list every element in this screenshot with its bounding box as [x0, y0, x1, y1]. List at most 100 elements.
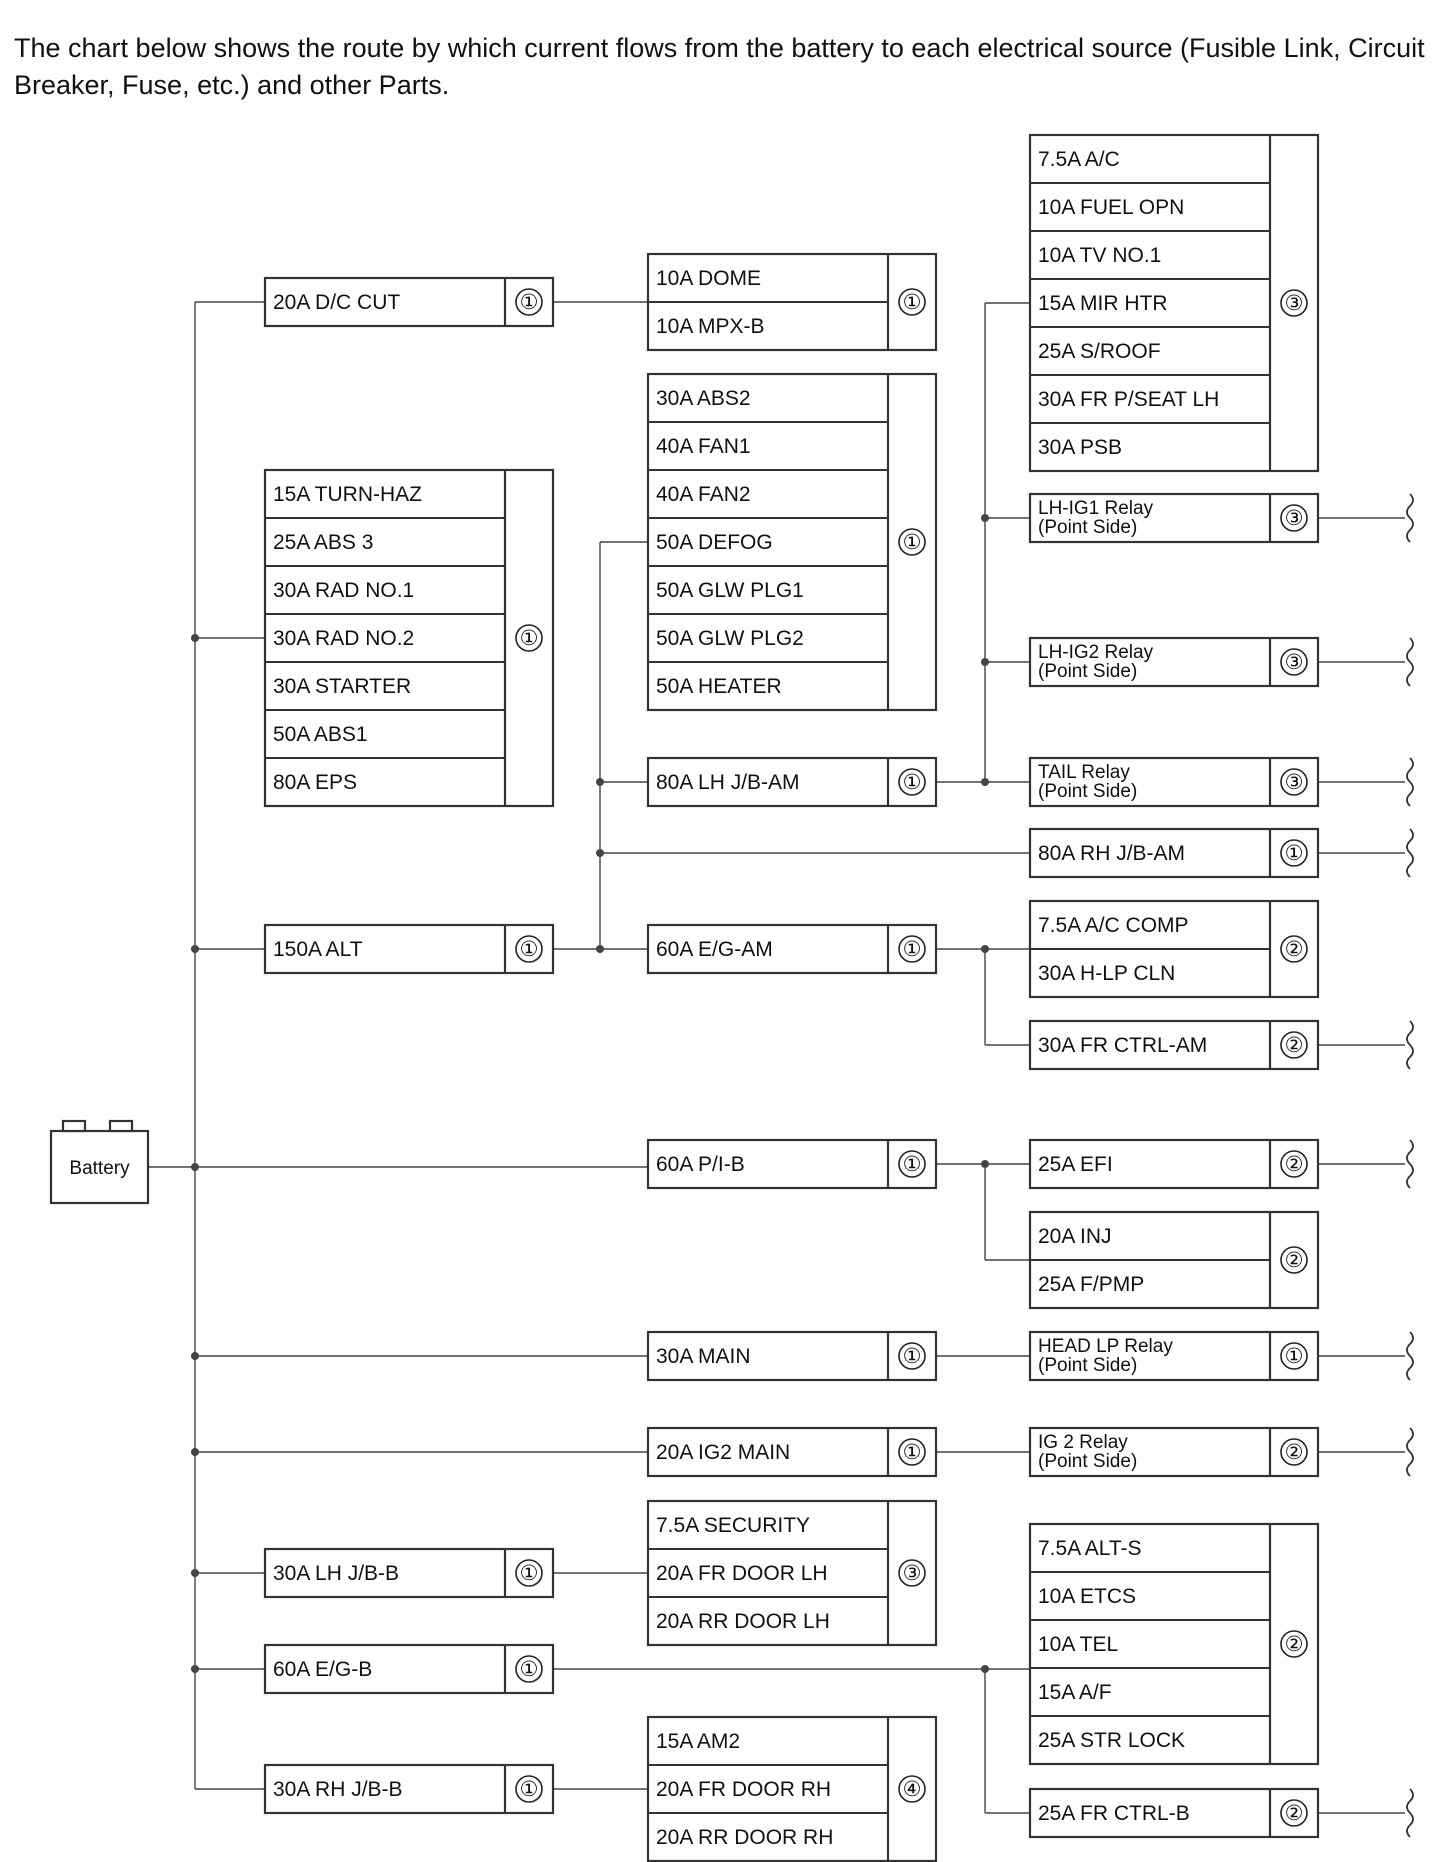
- box-number-label: ②: [1285, 1034, 1304, 1057]
- box-number-label: ④: [903, 1778, 922, 1801]
- fuse-label-15a-a-f: 15A A/F: [1038, 1681, 1112, 1704]
- continuation-break-symbol: [1406, 1331, 1414, 1381]
- box-number-circle: [1280, 1031, 1308, 1059]
- fuse-group-m2: 30A ABS2 40A FAN1 40A FAN2 50A DEFOG 50A GLW…: [646, 372, 938, 712]
- relay-label-head-lp-relay: HEAD LP Relay: [1038, 1336, 1173, 1357]
- box-number-label: ①: [520, 938, 539, 961]
- box-number-circle: [1280, 1150, 1308, 1178]
- box-number-circle: [1280, 935, 1308, 963]
- box-number-circle: [515, 935, 543, 963]
- box-number-label: ①: [903, 771, 922, 794]
- fuse-label-20a-fr-door-lh: 20A FR DOOR LH: [656, 1562, 828, 1585]
- box-number-circle: [515, 624, 543, 652]
- fuse-label-7-5a-security: 7.5A SECURITY: [656, 1514, 810, 1537]
- fuse-label-7-5a-a-c: 7.5A A/C: [1038, 148, 1120, 171]
- fuse-label-30a-main: 30A MAIN: [656, 1345, 751, 1368]
- junction-dot: [981, 778, 989, 786]
- box-number-circle: [898, 288, 926, 316]
- box-number-circle: [1280, 839, 1308, 867]
- box-number-circle: [515, 288, 543, 316]
- box-number-circle: [898, 1342, 926, 1370]
- intro-text: The chart below shows the route by which…: [14, 33, 1425, 100]
- box-number-circle: [1280, 1630, 1308, 1658]
- fuse-group-r7: 30A FR CTRL-AM ②: [1028, 1019, 1320, 1071]
- junction-dot: [596, 849, 604, 857]
- box-number-label: ②: [1285, 1249, 1304, 1272]
- fuse-label-10a-tel: 10A TEL: [1038, 1633, 1118, 1656]
- box-number-label: ①: [520, 1778, 539, 1801]
- box-number-circle: [515, 1775, 543, 1803]
- fuse-label-30a-abs2: 30A ABS2: [656, 387, 751, 410]
- fuse-label-15a-mir-htr: 15A MIR HTR: [1038, 292, 1168, 315]
- fuse-group-m3: 80A LH J/B-AM ①: [646, 756, 938, 808]
- fuse-label-7-5a-a-c-comp: 7.5A A/C COMP: [1038, 914, 1189, 937]
- box-number-label: ③: [1285, 507, 1304, 530]
- fuse-label-20a-d-c-cut: 20A D/C CUT: [273, 291, 400, 314]
- continuation-break-symbol: [1406, 757, 1414, 807]
- junction-dot: [596, 778, 604, 786]
- battery-terminal-left: [61, 1119, 87, 1133]
- box-number-circle: [898, 768, 926, 796]
- fuse-label-40a-fan1: 40A FAN1: [656, 435, 751, 458]
- box-number-label: ②: [1285, 1441, 1304, 1464]
- fuse-label-50a-glw-plg1: 50A GLW PLG1: [656, 579, 804, 602]
- fuse-label-40a-fan2: 40A FAN2: [656, 483, 751, 506]
- relay-label-point-side: (Point Side): [1038, 781, 1137, 802]
- fuse-label-30a-rad-no-1: 30A RAD NO.1: [273, 579, 414, 602]
- junction-dot: [191, 1352, 199, 1360]
- junction-dot: [981, 1665, 989, 1673]
- fuse-label-10a-mpx-b: 10A MPX-B: [656, 315, 765, 338]
- fuse-label-30a-fr-ctrl-am: 30A FR CTRL-AM: [1038, 1034, 1207, 1057]
- fuse-label-50a-defog: 50A DEFOG: [656, 531, 773, 554]
- fuse-group-r2: LH-IG1 Relay(Point Side)③: [1028, 492, 1320, 544]
- fuse-label-80a-lh-j-b-am: 80A LH J/B-AM: [656, 771, 800, 794]
- box-number-circle: [1280, 1246, 1308, 1274]
- box-number-label: ①: [1285, 1345, 1304, 1368]
- box-number-circle: [898, 935, 926, 963]
- box-number-circle: [1280, 504, 1308, 532]
- continuation-break-symbol: [1406, 493, 1414, 543]
- fuse-group-r10: HEAD LP Relay(Point Side)①: [1028, 1330, 1320, 1382]
- fuse-label-15a-am2: 15A AM2: [656, 1730, 740, 1753]
- box-number-circle: [515, 1655, 543, 1683]
- continuation-break-symbol: [1406, 1788, 1414, 1838]
- fuse-label-30a-starter: 30A STARTER: [273, 675, 411, 698]
- fuse-group-r13: 25A FR CTRL-B ②: [1028, 1787, 1320, 1839]
- continuation-break-symbol: [1406, 828, 1414, 878]
- battery-terminal-right: [108, 1119, 134, 1133]
- fuse-label-25a-fr-ctrl-b: 25A FR CTRL-B: [1038, 1802, 1190, 1825]
- fuse-label-30a-fr-p-seat-lh: 30A FR P/SEAT LH: [1038, 388, 1219, 411]
- junction-dot: [981, 1160, 989, 1168]
- box-number-circle: [898, 1559, 926, 1587]
- continuation-break-symbol: [1406, 637, 1414, 687]
- box-number-circle: [898, 528, 926, 556]
- relay-label-point-side: (Point Side): [1038, 517, 1137, 538]
- box-number-circle: [898, 1150, 926, 1178]
- fuse-label-20a-rr-door-rh: 20A RR DOOR RH: [656, 1826, 833, 1849]
- fuse-label-60a-p-i-b: 60A P/I-B: [656, 1153, 745, 1176]
- fuse-group-r11: IG 2 Relay(Point Side)②: [1028, 1426, 1320, 1478]
- fuse-label-60a-e-g-b: 60A E/G-B: [273, 1658, 372, 1681]
- battery-body: [49, 1129, 150, 1205]
- fuse-label-10a-fuel-opn: 10A FUEL OPN: [1038, 196, 1184, 219]
- box-number-label: ②: [1285, 1802, 1304, 1825]
- junction-dot: [596, 945, 604, 953]
- box-number-label: ②: [1285, 1153, 1304, 1176]
- relay-label-tail-relay: TAIL Relay: [1038, 762, 1130, 783]
- box-number-label: ③: [1285, 651, 1304, 674]
- box-number-label: ③: [1285, 771, 1304, 794]
- box-number-circle: [1280, 1342, 1308, 1370]
- fuse-label-30a-h-lp-cln: 30A H-LP CLN: [1038, 962, 1175, 985]
